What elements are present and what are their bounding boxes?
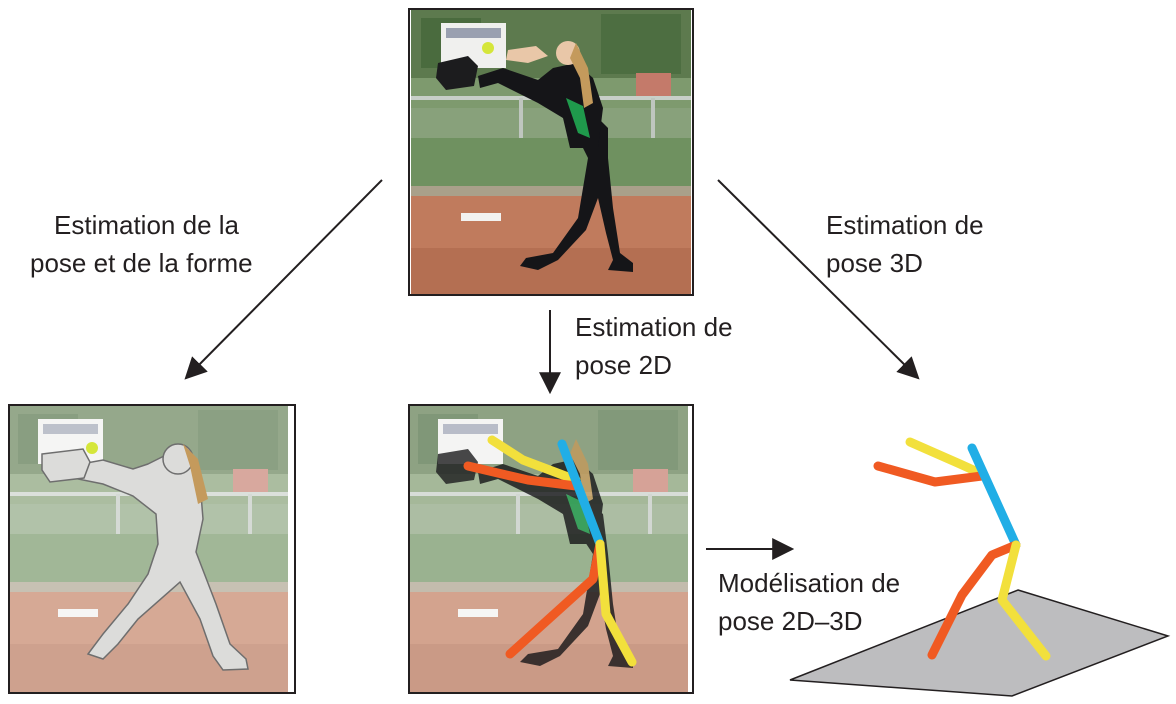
shape-label-line2: pose et de la forme [30,248,253,278]
arrow-to-shape [184,179,383,380]
left-arm-3d [873,461,987,487]
pose-2d-photo [408,404,694,694]
ground-plane [789,589,1171,697]
pose2d-label-line2: pose 2D [575,350,672,380]
spine-2d [557,439,605,549]
pose3d-label-line2: pose 3D [826,248,923,278]
input-photo [408,8,694,296]
pose3d-label-line1: Estimation de [826,210,984,240]
shape-label-line1: Estimation de la [54,210,240,240]
shape-estimation-photo [8,404,296,694]
spine-3d [967,443,1021,550]
right-leg-3d [997,540,1051,661]
body-mesh [41,443,249,671]
flow-arrows [184,179,920,560]
right-leg-2d [595,539,637,667]
skeleton-3d [873,437,1051,661]
lifting-label-line2: pose 2D–3D [718,606,863,636]
right-arm-3d [905,437,987,479]
pose2d-label-line1: Estimation de [575,312,733,342]
skeleton-2d [463,435,637,667]
lifting-label-line1: Modélisation de [718,568,900,598]
pose-3d-view [789,437,1171,697]
pitcher-figure [436,41,633,272]
left-arm-2d [463,461,581,491]
right-arm-2d [487,435,581,485]
arrow-to-pose-3d [717,179,920,380]
left-leg-3d [927,540,1021,660]
